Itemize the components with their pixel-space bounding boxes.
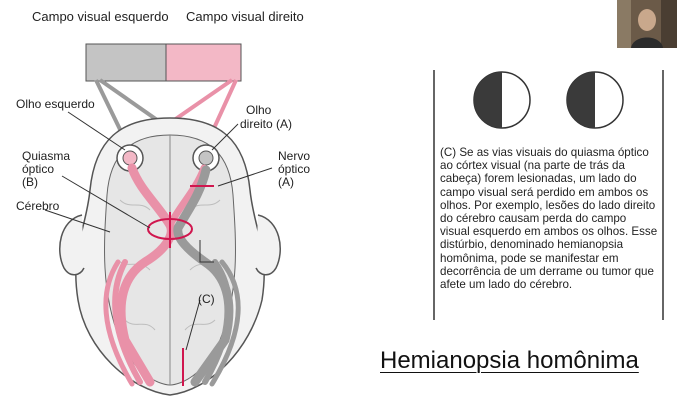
chiasm-lesion-marker [147, 212, 193, 248]
lesion-c-label: (C) [198, 292, 215, 306]
webcam-thumbnail [617, 0, 677, 48]
left-visual-field-box [85, 43, 167, 82]
left-eye-label: Olho esquerdo [16, 97, 95, 111]
right-eye-label-line1: Olho [246, 103, 272, 117]
right-visual-field-label: Campo visual direito [186, 9, 304, 24]
optic-nerve-label-line2: óptico [278, 162, 311, 176]
brain-label: Cérebro [16, 199, 60, 213]
chiasm-label-line1: Quiasma [22, 149, 71, 163]
right-eye [192, 144, 220, 172]
right-eye-field-icon [566, 71, 624, 129]
left-eye [116, 144, 144, 172]
left-visual-field-label: Campo visual esquerdo [32, 9, 169, 24]
optic-nerve-label-line1: Nervo [278, 149, 311, 163]
slide-title: Hemianopsia homônima [380, 347, 639, 374]
right-eye-label-line2: direito (A) [240, 117, 293, 131]
caption-text: (C) Se as vias visuais do quiasma óptico… [440, 146, 658, 292]
right-visual-field-box [165, 43, 242, 82]
chiasm-label-line3: (B) [22, 175, 38, 189]
left-eye-field-icon [473, 71, 531, 129]
visual-pathway-diagram [44, 43, 281, 396]
optic-nerve-label-line3: (A) [278, 175, 294, 189]
chiasm-label-line2: óptico [22, 162, 55, 176]
presenter-avatar [617, 0, 677, 48]
